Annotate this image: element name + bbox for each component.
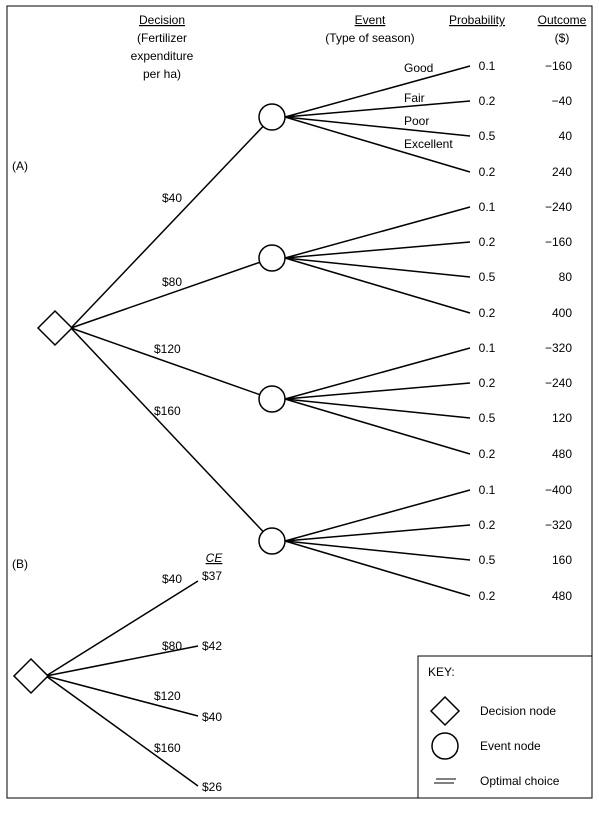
probability-value: 0.2: [479, 165, 496, 179]
decision-branch-40: [70, 116, 273, 329]
header-probability: Probability: [449, 13, 505, 27]
outcome-value: −240: [545, 200, 572, 214]
event-node: [258, 103, 286, 131]
ce-option-label-40: $40: [162, 572, 182, 586]
header-decision: Decision: [139, 13, 185, 27]
header-outcome-unit: ($): [555, 31, 570, 45]
probability-value: 0.5: [479, 553, 496, 567]
probability-value: 0.2: [479, 376, 496, 390]
event-branches-option-120: [284, 347, 471, 455]
key-decision-node-label: Decision node: [480, 704, 556, 718]
outcome-value: −160: [545, 235, 572, 249]
ce-branch-80: [45, 645, 199, 677]
event-node: [258, 244, 286, 272]
outcome-value: −40: [552, 94, 573, 108]
key-event-node-label: Event node: [480, 739, 541, 753]
panel-b-branches: [45, 580, 199, 787]
option-label-80: $80: [162, 275, 182, 289]
probability-outcome-table: 0.1 −160 0.2 −40 0.5 40 0.2 240 0.1 −240…: [479, 59, 573, 603]
ce-header: CE: [206, 551, 224, 565]
figure-frame: [6, 5, 593, 799]
season-label-poor: Poor: [404, 114, 429, 128]
option-label-120: $120: [154, 342, 181, 356]
key-title: KEY:: [428, 665, 455, 679]
season-label-fair: Fair: [404, 91, 425, 105]
probability-value: 0.5: [479, 411, 496, 425]
ce-value-160: $26: [202, 780, 222, 794]
outcome-value: 240: [552, 165, 572, 179]
event-node: [258, 527, 286, 555]
event-branches-option-40: [284, 65, 471, 173]
probability-value: 0.2: [479, 94, 496, 108]
header-decision-sub1: (Fertilizer: [137, 31, 187, 45]
probability-value: 0.5: [479, 129, 496, 143]
event-branches-option-160: [284, 489, 471, 597]
probability-value: 0.2: [479, 447, 496, 461]
event-node: [258, 385, 286, 413]
header-decision-sub3: per ha): [143, 67, 181, 81]
outcome-value: 400: [552, 306, 572, 320]
outcome-value: −160: [545, 59, 572, 73]
ce-branch-40: [45, 580, 199, 677]
outcome-value: 160: [552, 553, 572, 567]
season-label-good: Good: [404, 61, 433, 75]
probability-value: 0.2: [479, 306, 496, 320]
ce-option-label-160: $160: [154, 741, 181, 755]
option-label-40: $40: [162, 191, 182, 205]
decision-branch-160: [70, 327, 273, 542]
header-event-sub: (Type of season): [325, 31, 414, 45]
outcome-value: 480: [552, 447, 572, 461]
decision-node-a: [36, 309, 74, 347]
event-node-icon: [431, 732, 459, 760]
ce-option-label-80: $80: [162, 639, 182, 653]
header-event: Event: [355, 13, 386, 27]
ce-value-120: $40: [202, 710, 222, 724]
outcome-value: −400: [545, 483, 572, 497]
outcome-value: 120: [552, 411, 572, 425]
option-label-160: $160: [154, 404, 181, 418]
key-optimal-choice-label: Optimal choice: [480, 774, 560, 788]
probability-value: 0.1: [479, 59, 496, 73]
ce-value-40: $37: [202, 569, 222, 583]
panel-a-decision-branches: [70, 116, 273, 542]
ce-branch-160: [45, 675, 199, 787]
ce-option-label-120: $120: [154, 689, 181, 703]
outcome-value: −240: [545, 376, 572, 390]
key-box: [417, 655, 593, 799]
probability-value: 0.1: [479, 341, 496, 355]
panel-a-label: (A): [12, 159, 28, 173]
ce-value-80: $42: [202, 639, 222, 653]
outcome-value: 80: [559, 270, 573, 284]
probability-value: 0.5: [479, 270, 496, 284]
probability-value: 0.2: [479, 235, 496, 249]
outcome-value: 480: [552, 589, 572, 603]
decision-branch-120: [70, 327, 273, 400]
decision-branch-80: [70, 257, 273, 329]
header-outcome: Outcome: [538, 13, 587, 27]
outcome-value: −320: [545, 518, 572, 532]
outcome-value: 40: [559, 129, 573, 143]
panel-b-label: (B): [12, 557, 28, 571]
outcome-value: −320: [545, 341, 572, 355]
event-branches-option-80: [284, 206, 471, 314]
probability-value: 0.1: [479, 483, 496, 497]
probability-value: 0.1: [479, 200, 496, 214]
probability-value: 0.2: [479, 518, 496, 532]
decision-node-b: [12, 657, 50, 695]
season-label-excellent: Excellent: [404, 137, 453, 151]
legend-key: KEY: Decision node Event node Optimal ch…: [417, 655, 593, 799]
probability-value: 0.2: [479, 589, 496, 603]
header-decision-sub2: expenditure: [131, 49, 194, 63]
ce-branch-120: [45, 675, 199, 717]
decision-node-icon: [429, 695, 461, 727]
